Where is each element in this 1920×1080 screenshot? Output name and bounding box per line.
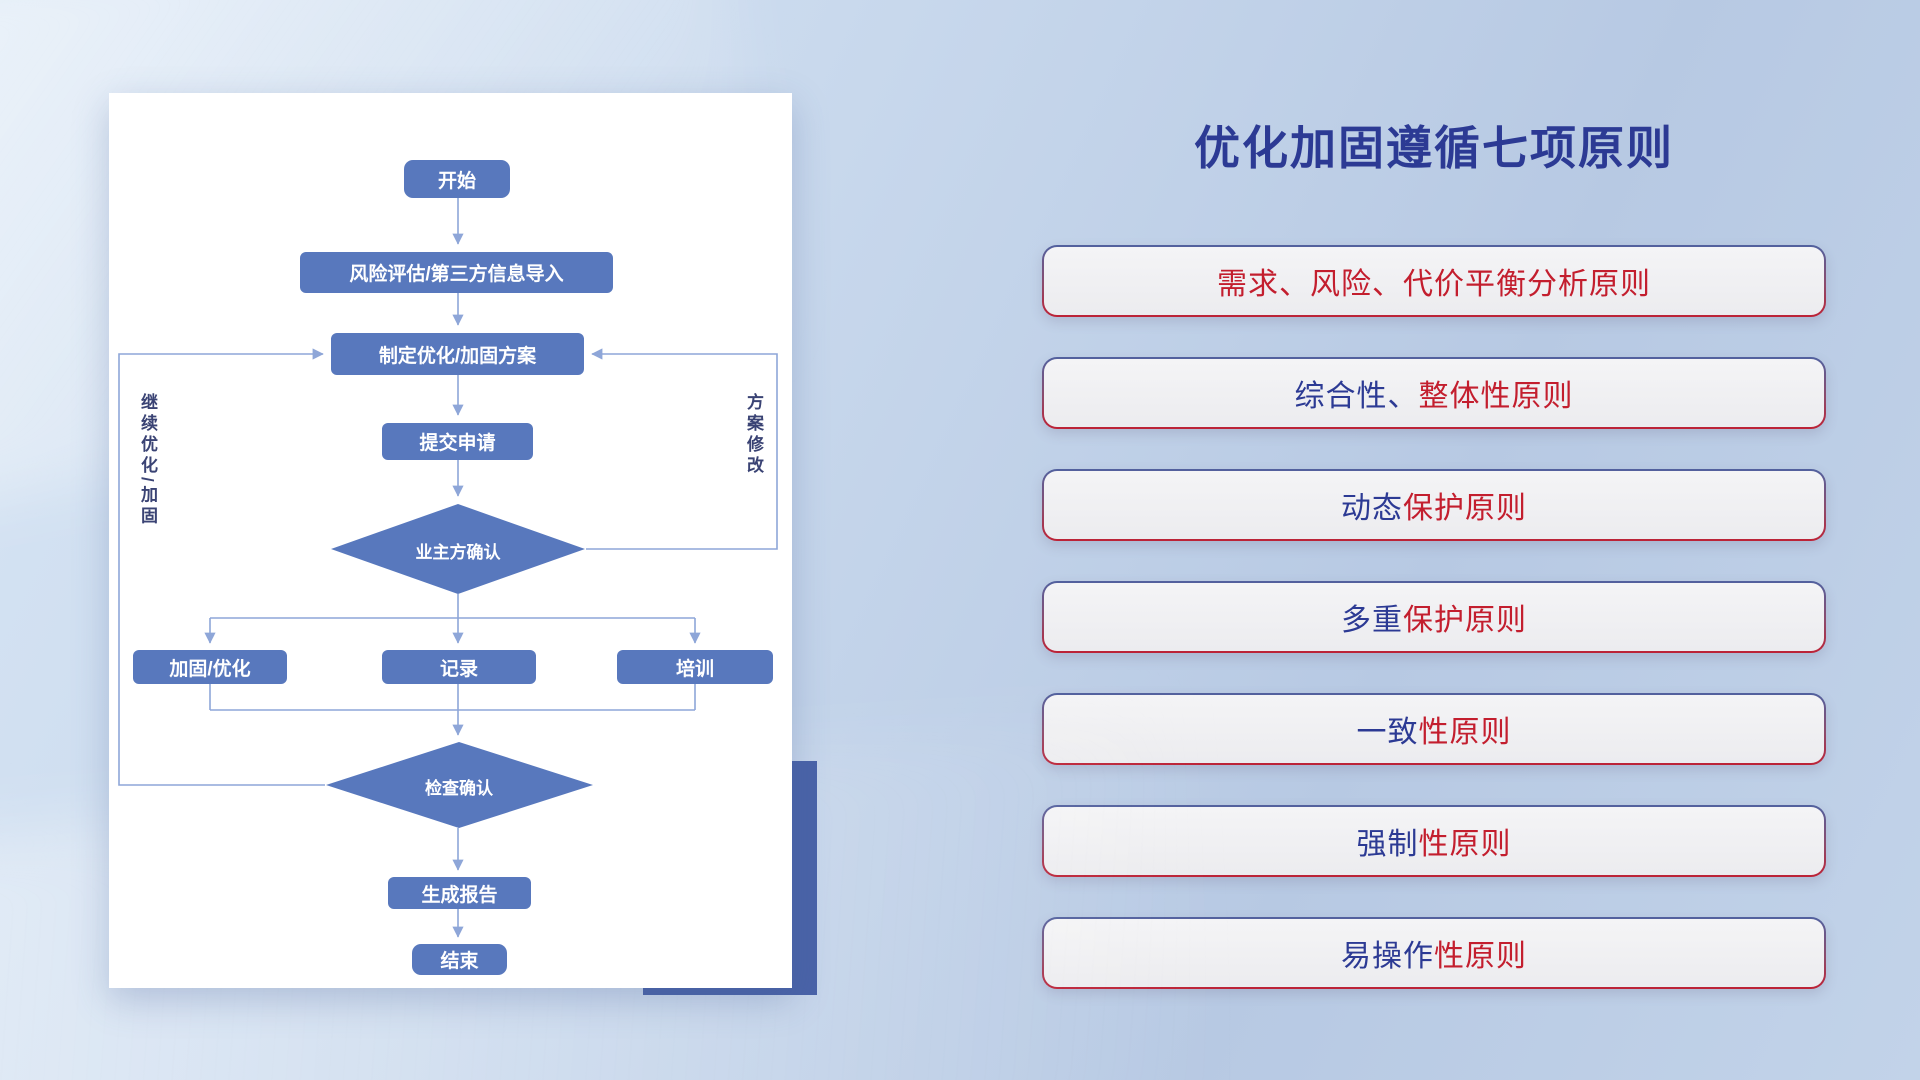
- principle-label: 需求、风险、代价平衡分析原则: [1044, 247, 1824, 315]
- principle-pill: 动态保护原则: [1042, 469, 1826, 541]
- principle-pill: 一致性原则: [1042, 693, 1826, 765]
- principle-label: 综合性、整体性原则: [1044, 359, 1824, 427]
- principle-pill: 多重保护原则: [1042, 581, 1826, 653]
- flow-node-training: 培训: [617, 650, 773, 684]
- principle-text-blue: 综合性、: [1294, 380, 1419, 413]
- principle-text-red: 性原则: [1434, 940, 1527, 973]
- principle-text-red: 需求、风险、代价平衡分析原则: [1217, 268, 1651, 301]
- principle-pill: 强制性原则: [1042, 805, 1826, 877]
- principle-label: 强制性原则: [1044, 807, 1824, 875]
- principle-text-blue: 强制: [1356, 828, 1419, 861]
- principle-text-blue: 动态: [1341, 492, 1403, 525]
- principle-label: 易操作性原则: [1044, 919, 1824, 987]
- principle-text-blue: 一致: [1356, 716, 1419, 749]
- flow-node-owner-confirm-label: 业主方确认: [415, 543, 501, 562]
- principle-label: 动态保护原则: [1044, 471, 1824, 539]
- principle-text-red: 保护原则: [1403, 492, 1527, 525]
- decision-diamond-owner-confirm: [331, 504, 585, 594]
- principles-list: 需求、风险、代价平衡分析原则 综合性、整体性原则 动态保护原则 多重保护原则 一…: [1042, 245, 1826, 989]
- principle-text-blue: 多重: [1341, 604, 1403, 637]
- principle-text-red: 保护原则: [1403, 604, 1527, 637]
- flow-node-risk-import: 风险评估/第三方信息导入: [300, 252, 613, 293]
- flow-node-reinforce: 加固/优化: [133, 650, 287, 684]
- flow-node-submit: 提交申请: [382, 423, 533, 460]
- principle-text-red: 性原则: [1418, 828, 1512, 861]
- page-title: 优化加固遵循七项原则: [1194, 122, 1674, 174]
- flow-node-report: 生成报告: [388, 877, 531, 909]
- flow-connectors: [118, 198, 778, 938]
- flow-node-make-plan: 制定优化/加固方案: [331, 333, 584, 375]
- loop-label-plan-modify: 方案修改: [744, 393, 763, 477]
- decision-diamond-check-confirm: [326, 742, 593, 828]
- principle-text-red: 性原则: [1418, 716, 1512, 749]
- flowchart-card: 开始 风险评估/第三方信息导入 制定优化/加固方案 提交申请 业主方确认 加固/…: [109, 93, 792, 988]
- principle-pill: 需求、风险、代价平衡分析原则: [1042, 245, 1826, 317]
- flow-node-start: 开始: [404, 160, 510, 198]
- flow-node-record: 记录: [382, 650, 536, 684]
- principle-pill: 易操作性原则: [1042, 917, 1826, 989]
- principle-text-blue: 易操作: [1341, 940, 1434, 973]
- flow-node-check-confirm-label: 检查确认: [425, 779, 493, 798]
- principle-label: 多重保护原则: [1044, 583, 1824, 651]
- principle-text-red: 整体性原则: [1418, 380, 1574, 413]
- flow-node-end: 结束: [412, 944, 507, 975]
- loop-label-continue-optimize: 继续优化/加固: [138, 393, 157, 528]
- principle-pill: 综合性、整体性原则: [1042, 357, 1826, 429]
- principle-label: 一致性原则: [1044, 695, 1824, 763]
